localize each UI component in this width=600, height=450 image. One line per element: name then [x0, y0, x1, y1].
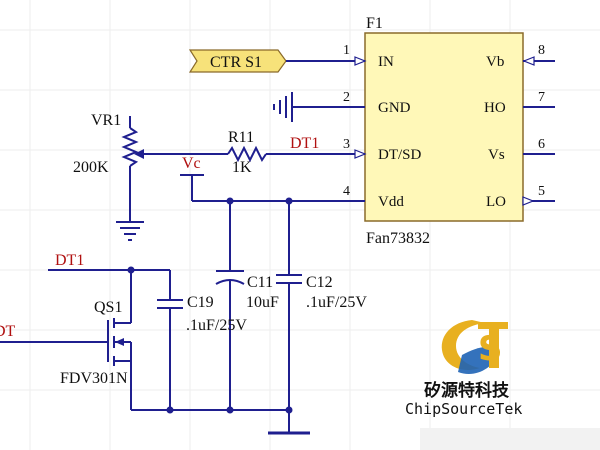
vr1-ref: VR1 — [91, 112, 121, 129]
c11-ref: C11 — [247, 274, 273, 291]
net-dt1-top: DT1 — [290, 135, 319, 152]
ctr-label: CTR S1 — [210, 54, 262, 71]
pin-name-vb: Vb — [486, 54, 504, 70]
pin-name-gnd: GND — [378, 100, 411, 116]
pin-num-2: 2 — [343, 90, 350, 105]
c19-value: .1uF/25V — [186, 317, 247, 334]
ic-part: Fan73832 — [366, 230, 430, 247]
r11-value: 1K — [232, 159, 252, 176]
logo-t-bar — [478, 322, 508, 329]
logo-t-stem — [489, 326, 499, 368]
ctr-port-tag: CTR S1 — [188, 49, 340, 73]
logo-gold-swoosh — [441, 320, 485, 370]
ground-pin2 — [273, 92, 340, 122]
pin-num-8: 8 — [538, 43, 545, 58]
ic-body — [364, 32, 524, 222]
footer-watermark-bar — [420, 428, 600, 450]
r11-ref: R11 — [228, 129, 254, 146]
pin-num-5: 5 — [538, 184, 545, 199]
net-vc: Vc — [182, 155, 201, 172]
r11-resistor: R11 1K — [227, 129, 340, 176]
pin-name-lo: LO — [486, 194, 506, 210]
c11-value: 10uF — [246, 294, 279, 311]
pin-num-4: 4 — [343, 184, 350, 199]
vr1-value: 200K — [73, 159, 109, 176]
vr1-potentiometer: VR1 200K — [73, 112, 228, 241]
pin-name-vs: Vs — [488, 147, 505, 163]
brand-logo: S 矽源特科技 ChipSourceTek — [405, 320, 522, 418]
ic-f1: F1 Fan73832 1 2 3 4 IN GND DT/SD Vdd 8 7… — [340, 15, 555, 247]
vc-rail: Vc — [180, 155, 340, 205]
qs1-part: FDV301N — [60, 370, 128, 387]
pin-num-7: 7 — [538, 90, 545, 105]
brand-name-en: ChipSourceTek — [405, 400, 522, 418]
pin-name-vdd: Vdd — [378, 194, 404, 210]
ic-ref: F1 — [366, 15, 383, 32]
qs1-mosfet: QS1 FDV301N DT — [0, 270, 132, 410]
pin-num-3: 3 — [343, 137, 350, 152]
c19-capacitor: DT1 C19 .1uF/25V — [48, 252, 247, 410]
pin-name-dtsd: DT/SD — [378, 147, 422, 163]
c19-ref: C19 — [187, 294, 214, 311]
pin-num-1: 1 — [343, 43, 350, 58]
c12-capacitor: C12 .1uF/25V — [276, 201, 367, 432]
c12-ref: C12 — [306, 274, 333, 291]
pin-num-6: 6 — [538, 137, 545, 152]
c12-value: .1uF/25V — [306, 294, 367, 311]
qs1-ref: QS1 — [94, 299, 122, 316]
pin-name-ho: HO — [484, 100, 506, 116]
pin-name-in: IN — [378, 54, 394, 70]
bottom-ground — [131, 406, 310, 435]
c11-capacitor: C11 10uF — [215, 201, 279, 410]
brand-name-cn: 矽源特科技 — [424, 380, 510, 401]
net-dt-edge: DT — [0, 323, 16, 340]
net-dt1-left: DT1 — [55, 252, 84, 269]
